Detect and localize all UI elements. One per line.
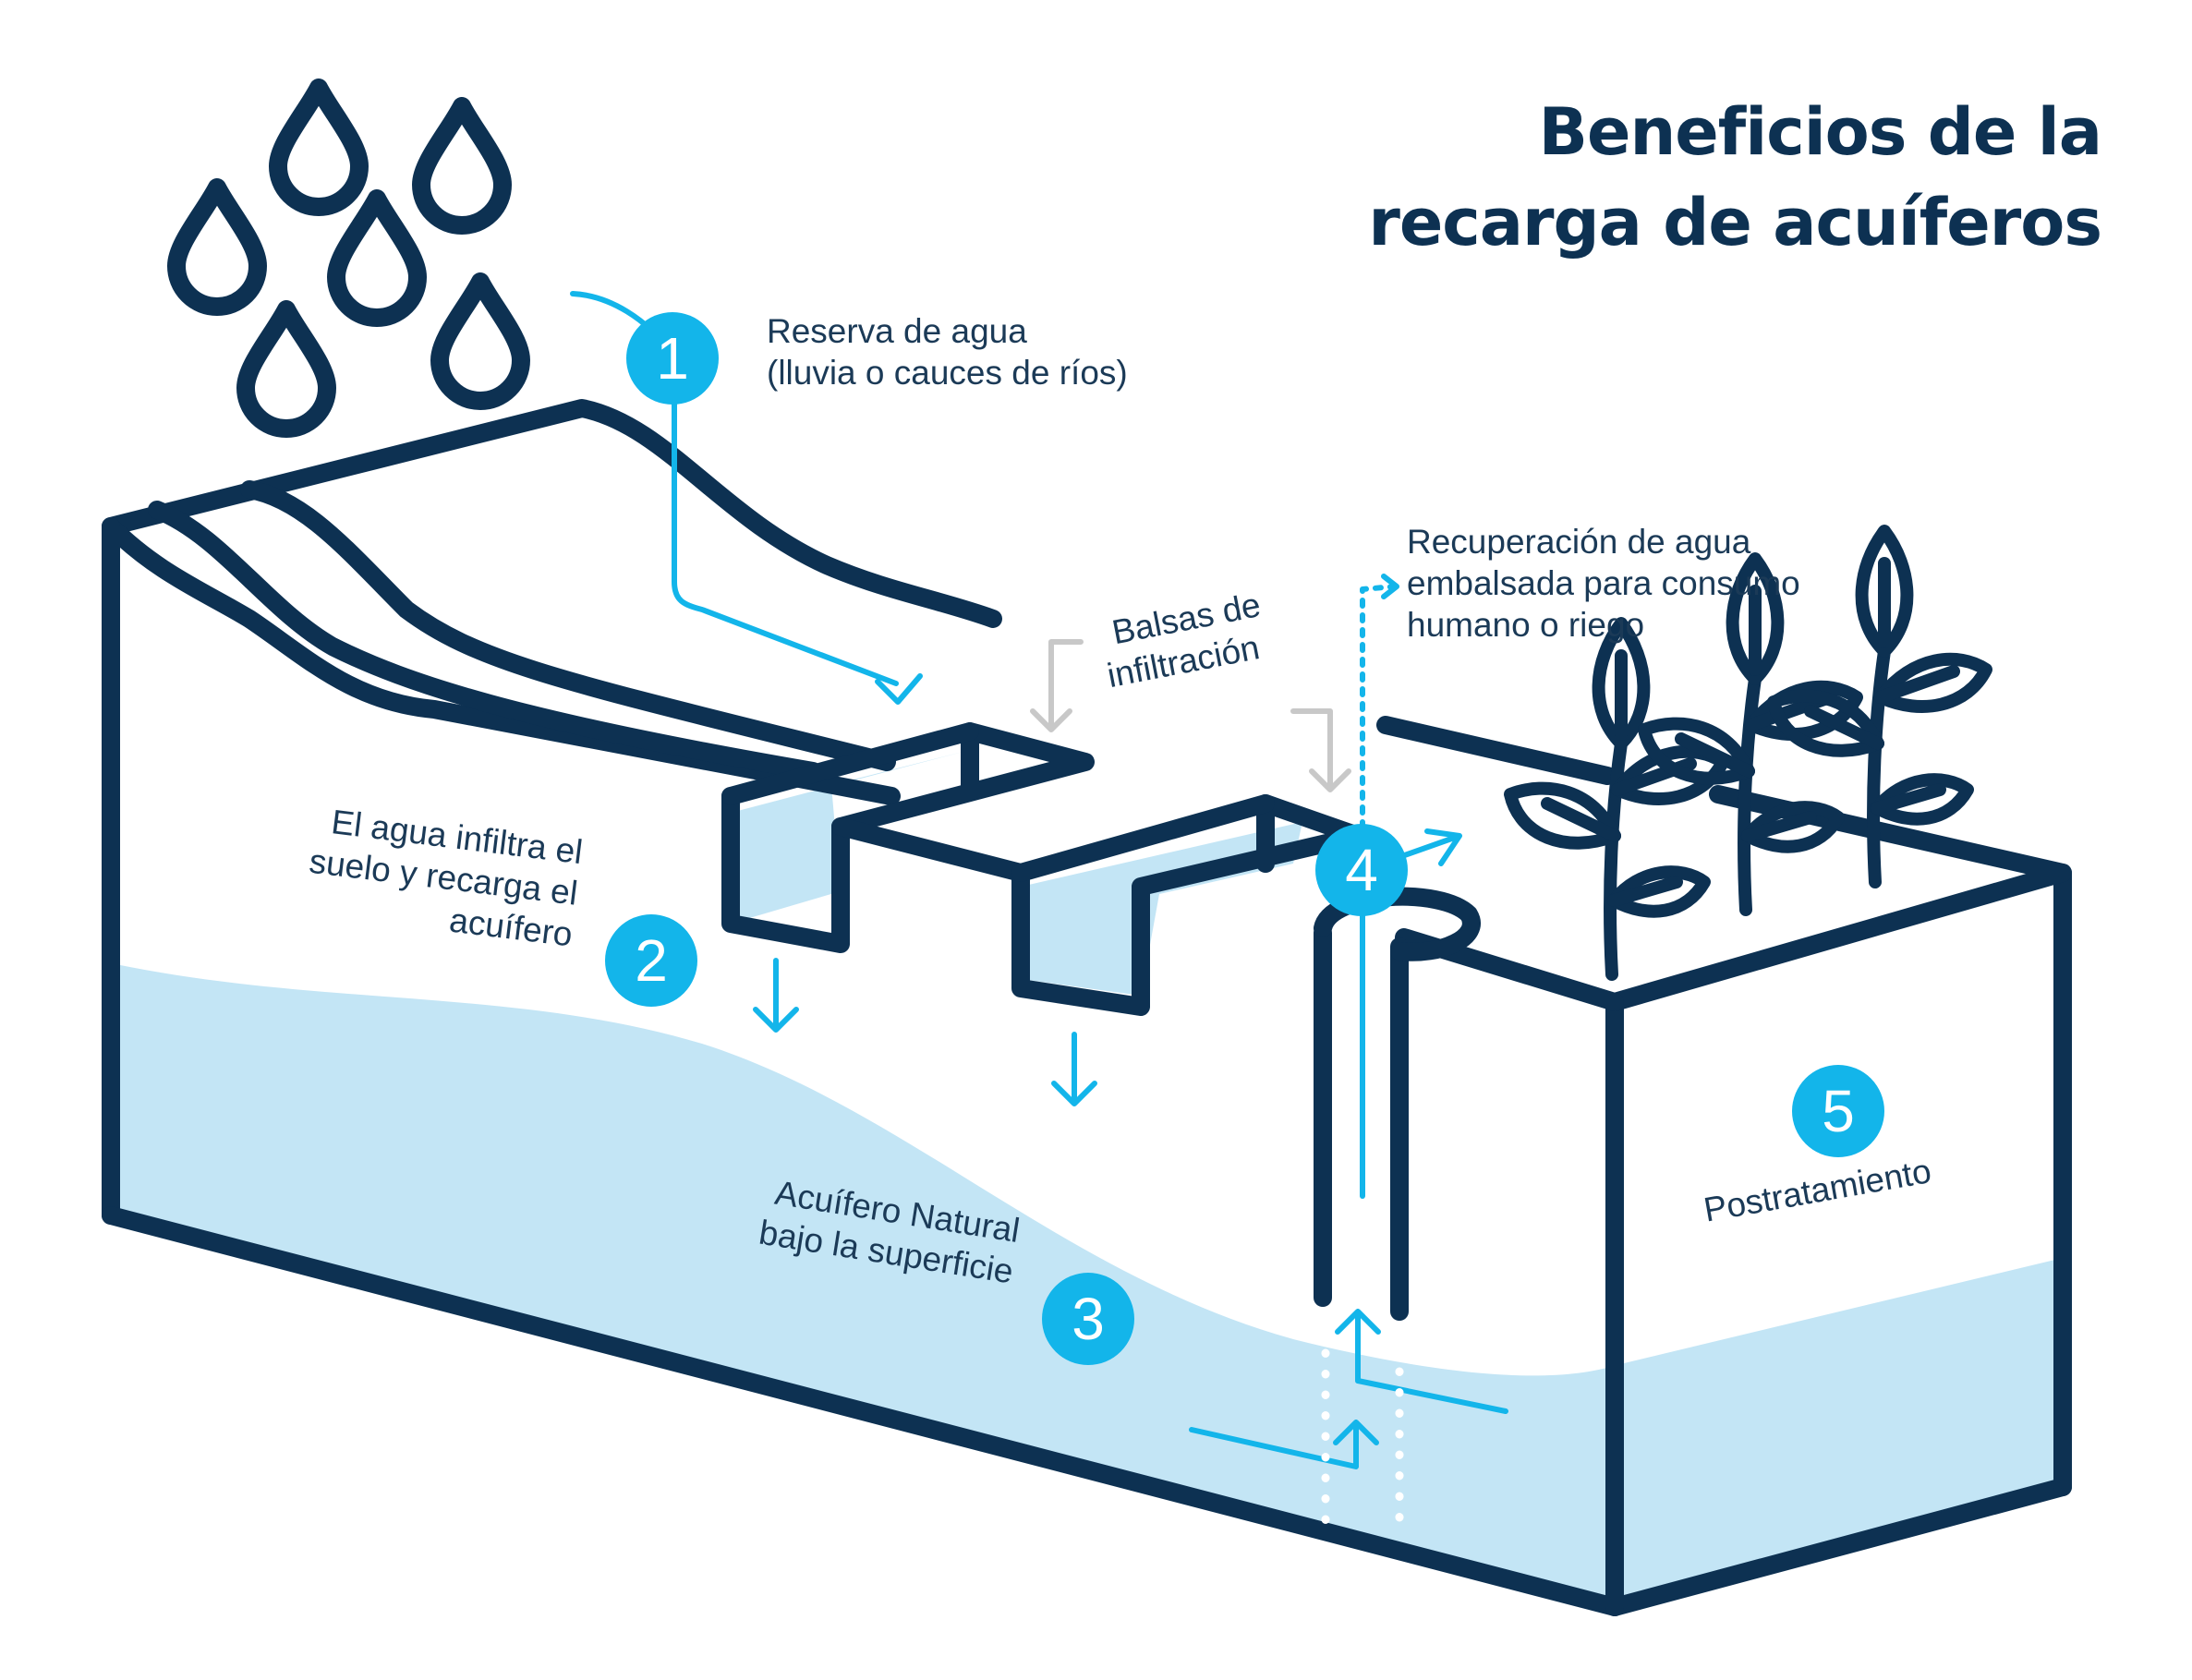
raindrop-icon (421, 106, 503, 225)
step-4-label-line3: humano o riego (1407, 606, 1645, 644)
step-4-label-line2: embalsada para consumo (1407, 564, 1800, 602)
recovery-dotted-line (1360, 584, 1398, 889)
infiltration-arrow-2 (1051, 1032, 1097, 1106)
step-4-label-line1: Recuperación de agua (1407, 523, 1751, 561)
step-1-label: Reserva de agua (lluvia o cauces de ríos… (767, 310, 1128, 393)
arrow-icon (1381, 574, 1399, 599)
well-dotted-column (1321, 1307, 1404, 1542)
page-title-line1: Beneficios de la (1538, 94, 2102, 170)
pond-gray-arrow-1 (1030, 639, 1084, 732)
hill-ridge-3 (240, 480, 896, 771)
pond-2-inner (1011, 794, 1275, 882)
aquifer-flow-arrow-1 (1189, 1420, 1379, 1469)
step-4-badge: 4 (1315, 824, 1408, 916)
block-bottom-right (1605, 1478, 2072, 1616)
terrain-outline (102, 399, 2072, 1616)
hill-back-edge (102, 399, 1002, 628)
raindrop-icon (246, 309, 327, 429)
step-5-badge: 5 (1792, 1065, 1884, 1157)
step-2-badge: 2 (605, 914, 697, 1007)
pond-water-1 (731, 750, 970, 924)
step-1-label-line2: (lluvia o cauces de ríos) (767, 354, 1128, 392)
step-1-label-line1: Reserva de agua (767, 312, 1027, 350)
arrow-icon (875, 673, 923, 705)
raindrop-icon (278, 88, 359, 207)
infiltration-arrow-1 (753, 958, 799, 1033)
raindrop-icon (440, 282, 521, 401)
pond-gray-arrow-2 (1290, 708, 1351, 792)
raindrop-icon (176, 187, 258, 307)
pond-1-inner (721, 722, 979, 805)
hill-ridge-1 (102, 517, 901, 805)
plant-icon (1510, 623, 1723, 974)
aquifer-flow-arrow-2 (1335, 1309, 1508, 1414)
step-1-badge: 1 (626, 312, 719, 405)
pond-2 (831, 794, 1367, 1016)
step-3-badge: 3 (1042, 1273, 1134, 1365)
step-4-label: Recuperación de agua embalsada para cons… (1407, 521, 1800, 646)
right-surface (1376, 716, 1617, 785)
page-title-line2: recarga de acuíferos (1368, 185, 2102, 260)
hill-ridge-2 (148, 501, 822, 780)
block-bottom-front (102, 1206, 1624, 1616)
raindrop-icon (336, 199, 418, 318)
